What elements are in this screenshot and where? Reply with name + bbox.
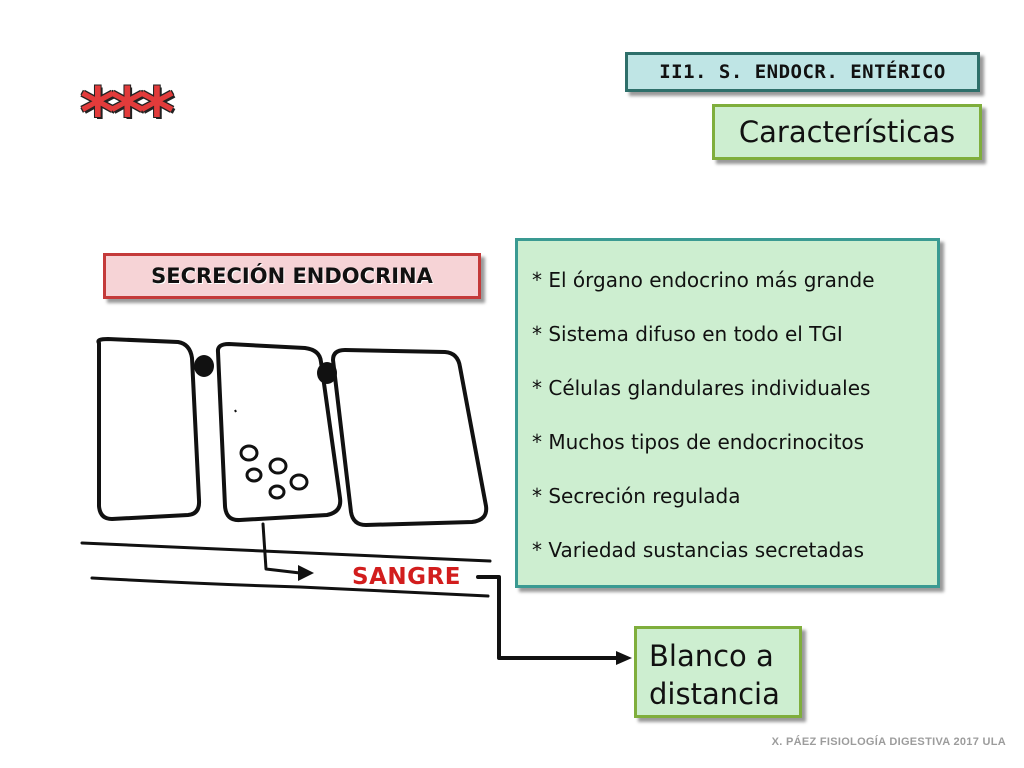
feature-item: * Sistema difuso en todo el TGI: [532, 322, 843, 346]
secretory-granule: [268, 484, 286, 500]
blood-label: SANGRE: [352, 564, 461, 590]
secretory-granule: [289, 473, 309, 491]
feature-item: * Células glandulares individuales: [532, 376, 871, 400]
feature-item: * Variedad sustancias secretadas: [532, 538, 864, 562]
star-marker: ***: [80, 74, 175, 153]
page-title: Características: [712, 104, 982, 160]
cell-mark: [234, 409, 237, 413]
target-line-2: distancia: [649, 677, 780, 711]
tight-junction: [194, 355, 214, 377]
feature-item: * Muchos tipos de endocrinocitos: [532, 430, 865, 454]
target-line-1: Blanco a: [649, 639, 774, 673]
secretion-arrowhead: [298, 565, 314, 581]
secretory-granule: [239, 444, 259, 462]
features-list: * El órgano endocrino más grande * Siste…: [515, 238, 940, 588]
endocrine-cell-middle: [215, 342, 343, 523]
secretory-granule: [245, 467, 263, 483]
connector-line: [476, 575, 627, 660]
feature-item: * Secreción regulada: [532, 484, 741, 508]
secretion-label: SECRECIÓN ENDOCRINA: [103, 253, 481, 299]
tight-junction: [317, 362, 337, 384]
feature-item: * El órgano endocrino más grande: [532, 268, 875, 292]
connector-arrowhead: [616, 651, 632, 665]
blood-vessel-lower: [90, 576, 490, 598]
epithelial-cell-left: [96, 337, 202, 521]
blood-vessel-upper: [80, 541, 492, 563]
target-box: Blanco a distancia: [634, 626, 802, 718]
footer-credit: X. PÁEZ FISIOLOGÍA DIGESTIVA 2017 ULA: [771, 736, 1006, 748]
secretion-arrow: [261, 522, 302, 575]
section-tag: II1. S. ENDOCR. ENTÉRICO: [625, 52, 980, 92]
secretory-granule: [268, 457, 288, 475]
epithelial-cell-right: [331, 348, 489, 527]
